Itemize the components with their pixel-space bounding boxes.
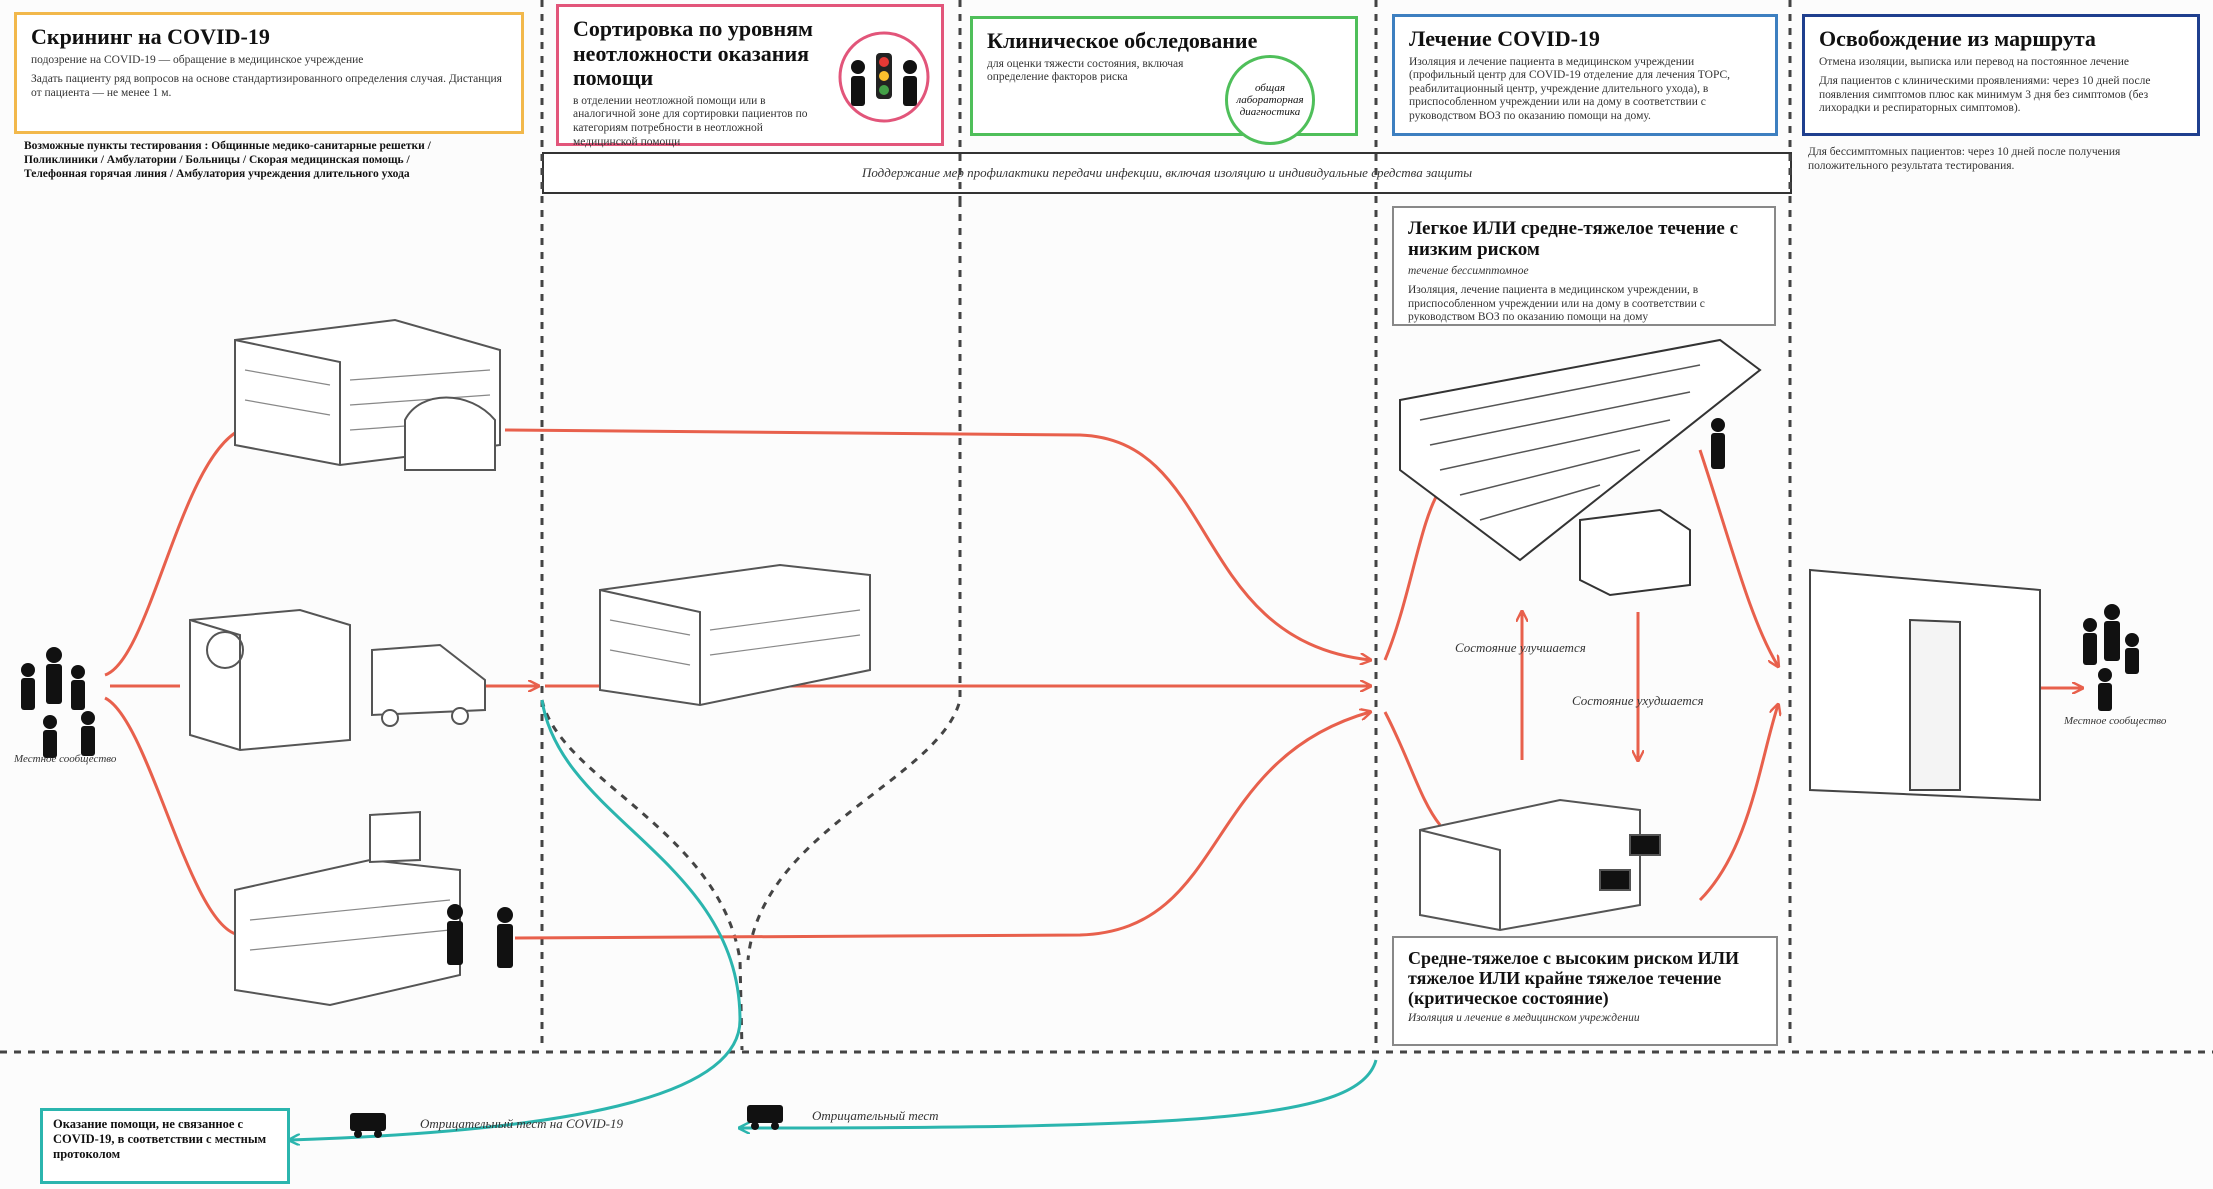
triage-title: Сортировка по уровням неотложности оказа…	[573, 16, 814, 91]
flow-to-mild	[1383, 489, 1442, 661]
screening-line1: подозрение на COVID-19 — обращение в мед…	[31, 53, 364, 66]
building-severe-hospital	[1419, 798, 1661, 932]
non-covid-text: Оказание помощи, не связанное с COVID-19…	[53, 1117, 267, 1161]
ambulance-icon	[350, 1105, 783, 1138]
triage-dashed-path-right	[746, 200, 962, 961]
treatment-title: Лечение COVID-19	[1409, 26, 1600, 51]
severe-line1: Изоляция и лечение в медицинском учрежде…	[1408, 1012, 1640, 1025]
mild-box: Легкое ИЛИ средне-тяжелое течение с низк…	[1392, 206, 1776, 326]
mild-line1: течение бессимптомное	[1408, 264, 1529, 277]
severe-box: Средне-тяжелое с высоким риском ИЛИ тяже…	[1392, 936, 1778, 1046]
non-covid-box: Оказание помощи, не связанное с COVID-19…	[40, 1108, 290, 1184]
community-people-right-icon	[2083, 604, 2139, 711]
flow-mild-to-release	[1698, 449, 1778, 666]
flow-to-severe	[1383, 711, 1442, 826]
triage-box: Сортировка по уровням неотложности оказа…	[556, 4, 944, 148]
flow-severe-to-release	[1698, 705, 1778, 902]
release-title: Освобождение из маршрута	[1819, 26, 2096, 51]
severe-title: Средне-тяжелое с высоким риском ИЛИ тяже…	[1408, 948, 1740, 1009]
treatment-text: Изоляция и лечение пациента в медицинско…	[1409, 55, 1731, 122]
building-hospital-bottom	[234, 810, 461, 1007]
release-text2: Для пациентов с клиническими проявлениям…	[1819, 75, 2151, 115]
label-community-left: Местное сообщество	[13, 753, 117, 765]
label-improves: Состояние улучшается	[1455, 640, 1586, 655]
label-community-right: Местное сообщество	[2063, 715, 2167, 727]
screening-box: Скрининг на COVID-19 подозрение на COVID…	[14, 12, 524, 134]
screening-points: Возможные пункты тестирования : Общинные…	[24, 140, 431, 180]
flow-top-route	[504, 428, 1370, 660]
label-negative-test: Отрицательный тест	[812, 1108, 939, 1123]
screening-title: Скрининг на COVID-19	[31, 24, 270, 49]
flow-left-bot	[104, 696, 241, 937]
building-clinic	[189, 608, 486, 752]
building-polyclinic	[234, 318, 501, 471]
clinical-text: для оценки тяжести состояния, включая оп…	[987, 57, 1184, 84]
release-text1: Отмена изоляции, выписка или перевод на …	[1819, 55, 2129, 68]
ipc-banner: Поддержание мер профилактики передачи ин…	[542, 152, 1792, 194]
lab-circle-label: общая лабораторная диагностика	[1236, 82, 1304, 118]
traffic-light-people-icon	[838, 31, 930, 123]
release-gate	[1809, 568, 2041, 802]
community-people-left-icon	[21, 647, 95, 758]
building-triage-hospital	[599, 563, 871, 707]
ipc-banner-text: Поддержание мер профилактики передачи ин…	[861, 165, 1473, 180]
triage-text: в отделении неотложной помощи или в анал…	[573, 94, 808, 148]
treatment-box: Лечение COVID-19 Изоляция и лечение паци…	[1392, 14, 1778, 136]
label-negative-covid: Отрицательный тест на COVID-19	[420, 1116, 623, 1131]
teal-from-triage	[290, 699, 742, 1140]
flow-left-top	[104, 428, 241, 677]
clinical-box: Клиническое обследование для оценки тяже…	[970, 16, 1358, 145]
non-covid-arrows	[290, 699, 1378, 1140]
mild-title: Легкое ИЛИ средне-тяжелое течение с низк…	[1408, 218, 1739, 261]
screening-line2: Задать пациенту ряд вопросов на основе с…	[31, 73, 502, 99]
teal-from-treatment	[740, 1059, 1378, 1128]
release-text3: Для бессимптомных пациентов: через 10 дн…	[1808, 146, 2121, 172]
lab-circle: общая лабораторная диагностика	[1225, 55, 1315, 145]
triage-dashed-path-left	[540, 699, 744, 1051]
staff-people-icon	[447, 418, 1725, 968]
clinical-title: Клиническое обследование	[987, 28, 1258, 53]
mild-line2: Изоляция, лечение пациента в медицинском…	[1408, 284, 1705, 324]
flow-bot-route	[514, 712, 1370, 940]
column-separators	[0, 0, 2213, 1054]
label-worsens: Состояние ухудшается	[1572, 693, 1704, 708]
release-box: Освобождение из маршрута Отмена изоляции…	[1802, 14, 2200, 136]
building-ward-hall	[1399, 338, 1762, 597]
